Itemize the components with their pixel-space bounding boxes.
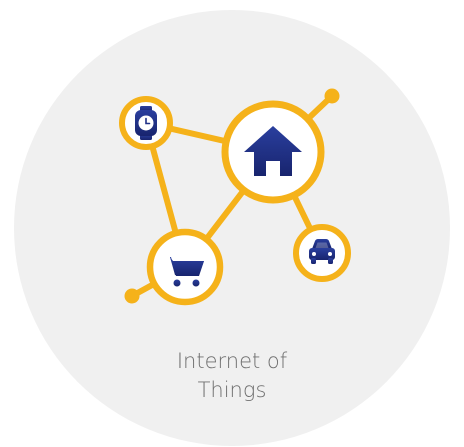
watch-icon xyxy=(135,106,157,140)
car-icon xyxy=(309,239,335,264)
background-circle xyxy=(14,10,450,446)
caption-line-1: Internet of xyxy=(176,349,288,373)
caption-line-2: Things xyxy=(197,378,267,402)
home-icon xyxy=(244,126,302,176)
node-watch xyxy=(119,96,173,150)
shopping-cart-icon xyxy=(163,257,204,287)
endpoint-dot-top-right xyxy=(324,88,340,104)
caption: Internet of Things xyxy=(0,347,464,405)
node-cart xyxy=(146,228,224,306)
endpoint-dot-bottom-left xyxy=(124,288,140,304)
node-home xyxy=(221,100,325,204)
node-car xyxy=(293,224,351,282)
